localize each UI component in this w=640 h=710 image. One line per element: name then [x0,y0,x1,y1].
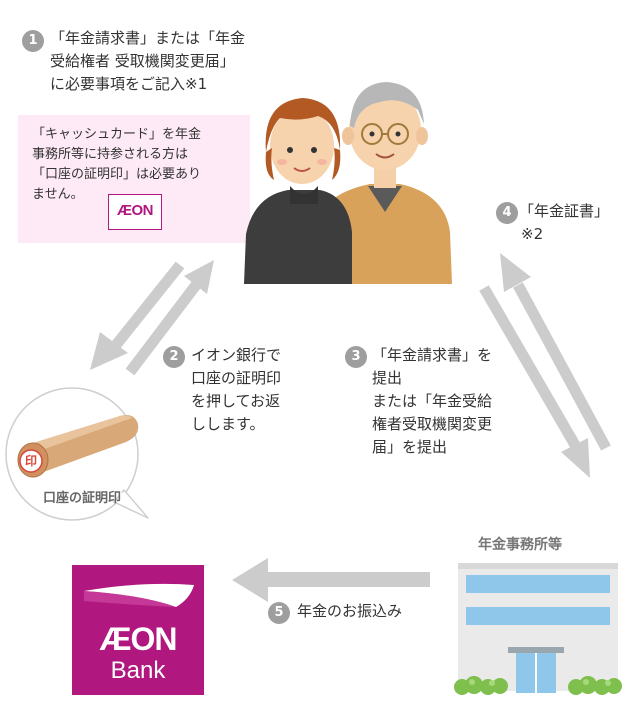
aeon-logo-text: ÆON [99,621,178,657]
step-3-line: 届」を提出 [372,438,448,456]
arrow-to-bank [232,558,430,602]
step-4-line: ※2 [521,225,544,243]
office-building-icon [454,563,622,695]
step-2-badge: 2 [163,346,185,368]
step-4-text: 「年金証書」 ※2 [519,200,609,246]
step-1-badge: 1 [22,30,44,52]
note-line: 「口座の証明印」は必要あり [32,167,202,182]
seal-label: 口座の証明印 [42,491,121,506]
elderly-couple-illustration [244,82,452,284]
arrow-from-seal [125,260,214,376]
step-4-line: 「年金証書」 [519,202,610,220]
step-5-label: 年金のお振込み [297,602,403,620]
seal-speech-bubble [5,387,149,521]
step-2-line: を押してお返 [191,392,281,410]
step-3-text: 「年金請求書」を 提出 または「年金受給 権者受取機関変更 届」を提出 [372,344,492,459]
step-3-line: 権者受取機関変更 [372,415,493,433]
step-1-text: 「年金請求書」または「年金 受給権者 受取機関変更届」 に必要事項をご記入※1 [50,27,245,96]
bank-name-text: Bank [110,657,166,684]
step-1-line: 「年金請求書」または「年金 [50,29,246,47]
office-label: 年金事務所等 [478,537,562,553]
arrow-to-office [479,285,590,478]
note-line: 「キャッシュカード」を年金 [32,127,202,142]
aeon-card-logo-text: ÆON [117,202,154,219]
step-2-text: イオン銀行で 口座の証明印 を押してお返 しします。 [191,344,281,436]
stamp-icon [17,415,139,478]
aeon-swoosh-icon [84,583,194,607]
step-3-line: または「年金受給 [372,392,493,410]
stamp-char: 印 [24,454,37,468]
step-3-line: 「年金請求書」を [372,346,493,364]
step-2-line: 口座の証明印 [191,369,282,387]
arrow-to-couple [500,253,611,451]
step-2-line: しします。 [191,415,265,433]
arrow-to-seal [90,261,185,370]
note-line: 事務所等に持参される方は [32,147,189,162]
aeon-bank-logo: ÆON Bank [72,565,204,695]
note-line: ません。 [32,187,84,202]
step-3-line: 提出 [372,369,403,387]
step-2-line: イオン銀行で [191,346,282,364]
step-5-badge: 5 [268,602,290,624]
step-1-line: に必要事項をご記入※1 [50,75,208,93]
step-3-badge: 3 [345,346,367,368]
step-4-badge: 4 [496,202,518,224]
step-1-line: 受給権者 受取機関変更届」 [50,52,235,70]
aeon-card-logo: ÆON [108,194,162,230]
